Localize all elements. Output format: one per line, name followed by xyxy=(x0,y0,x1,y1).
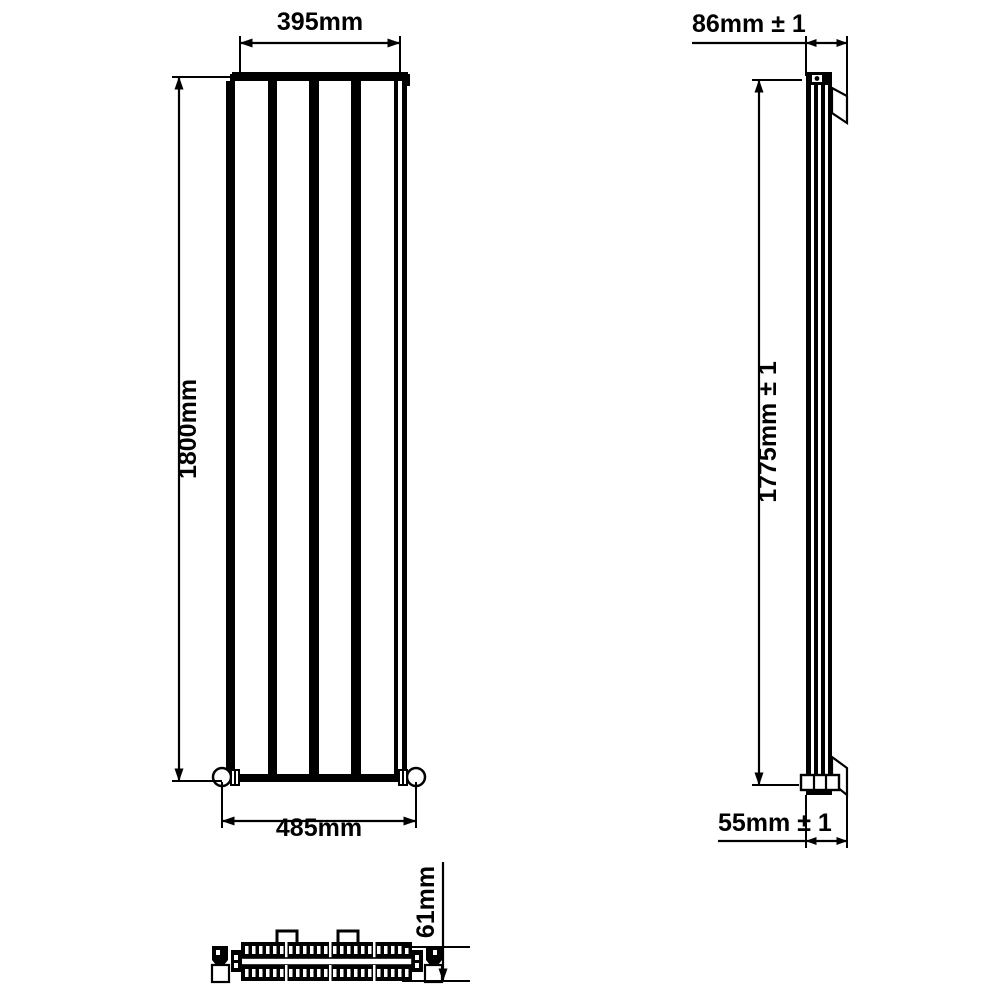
dimension-front-height: 1800mm xyxy=(172,76,236,782)
dimension-plan-depth: 61mm xyxy=(402,862,470,982)
side-bottom-cap xyxy=(799,773,841,795)
front-panel-1 xyxy=(231,81,272,778)
front-panel-4 xyxy=(356,81,398,778)
dimension-valve-centres-label: 485mm xyxy=(276,814,362,842)
front-elevation-view: 395mm 1800mm 485mm xyxy=(172,8,427,842)
side-elevation-view: 86mm ± 1 1775mm ± 1 55mm ± 1 xyxy=(692,10,849,848)
side-top-cap xyxy=(806,72,832,85)
plan-lower-band xyxy=(241,965,412,981)
dimension-side-height-label: 1775mm ± 1 xyxy=(754,361,782,503)
dimension-side-bracket-offset-label: 55mm ± 1 xyxy=(718,809,832,837)
dimension-side-bracket-offset: 55mm ± 1 xyxy=(718,778,848,848)
dimension-front-width-label: 395mm xyxy=(277,8,363,36)
front-panel-3 xyxy=(314,81,356,778)
front-top-header xyxy=(230,72,410,86)
plan-view: 61mm xyxy=(210,862,470,984)
plan-valve-right xyxy=(412,946,444,984)
dimension-side-depth-label: 86mm ± 1 xyxy=(692,10,806,38)
front-valve-left xyxy=(211,766,240,788)
front-panel-2 xyxy=(272,81,314,778)
plan-mounting-brackets xyxy=(275,929,360,942)
plan-upper-band xyxy=(241,942,412,958)
dimension-valve-centres: 485mm xyxy=(221,782,417,842)
dimension-front-width: 395mm xyxy=(239,8,401,78)
front-valve-right xyxy=(398,766,427,788)
side-wall-bracket-top xyxy=(830,86,849,126)
plan-valve-left xyxy=(210,946,242,984)
dimension-side-height: 1775mm ± 1 xyxy=(752,79,802,786)
side-panel-profile xyxy=(806,85,832,775)
dimension-side-depth: 86mm ± 1 xyxy=(692,10,848,110)
dimension-plan-depth-label: 61mm xyxy=(412,866,440,938)
front-panel-group xyxy=(226,81,407,778)
front-bottom-header xyxy=(230,774,408,782)
dimension-front-height-label: 1800mm xyxy=(174,379,202,479)
